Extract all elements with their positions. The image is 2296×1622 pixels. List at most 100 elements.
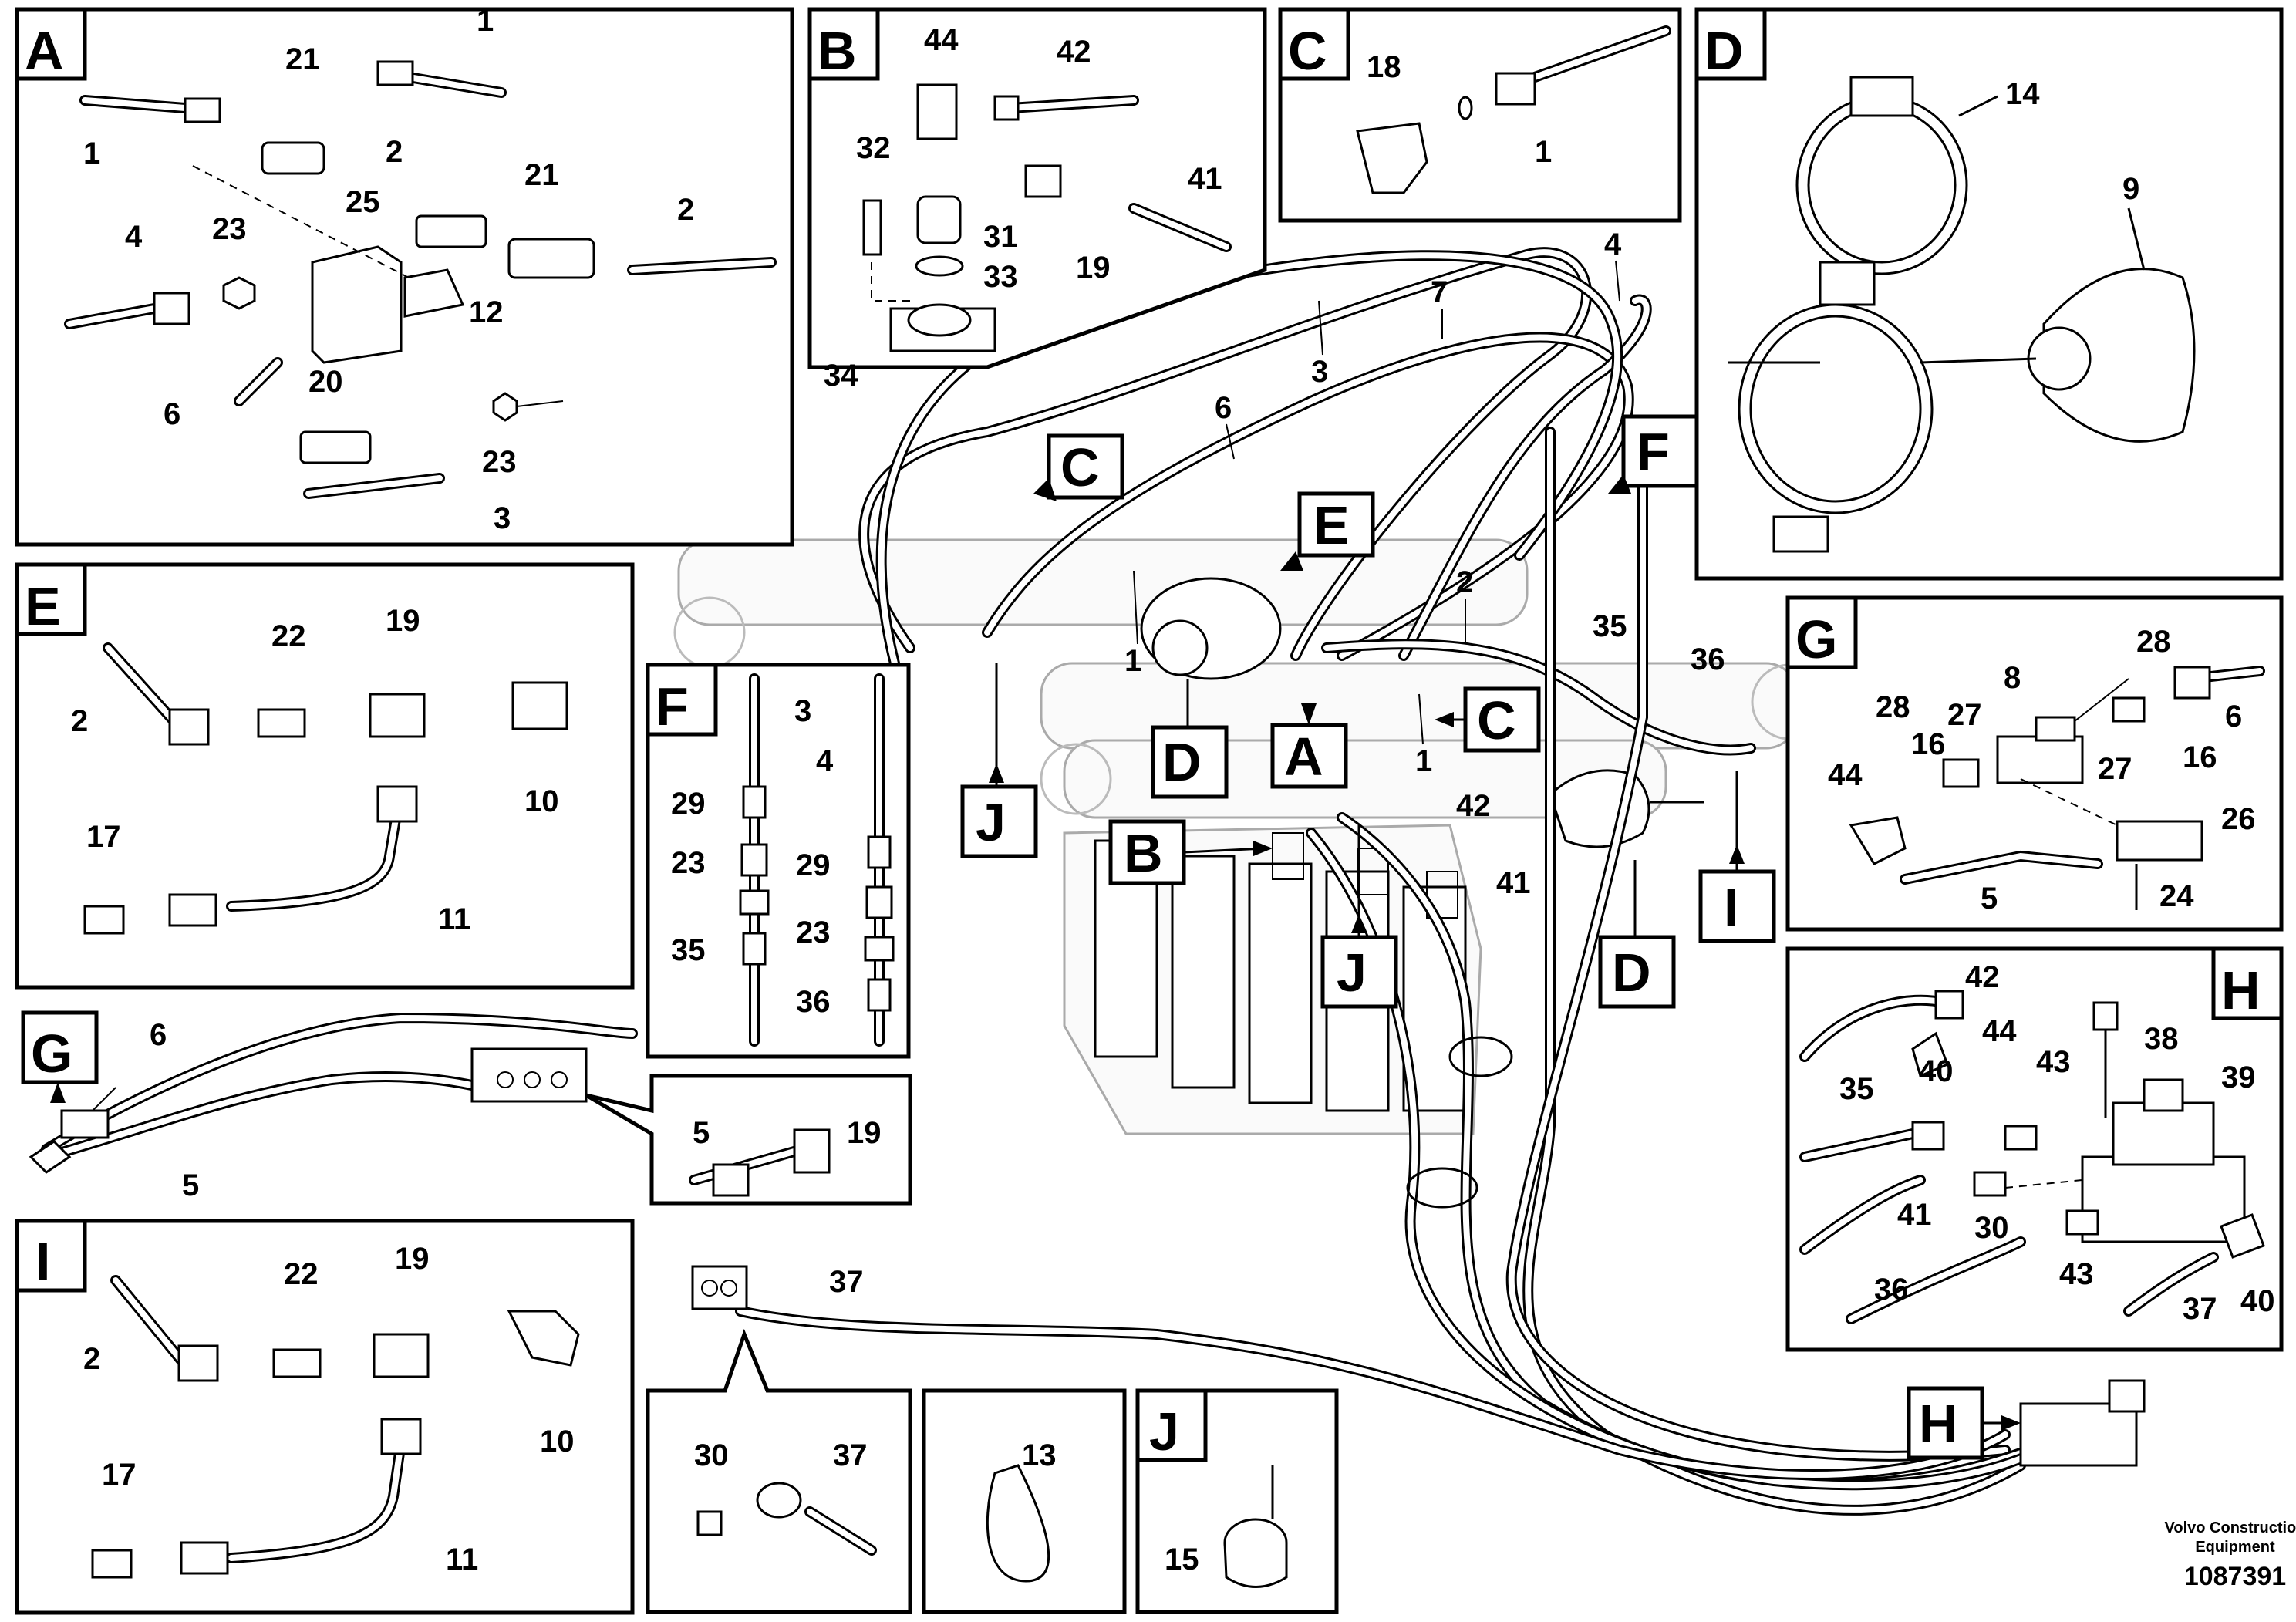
- part-label-b-41: 41: [1188, 162, 1222, 196]
- part-label-a-20: 20: [308, 365, 343, 399]
- callout-e: E: [1313, 495, 1350, 555]
- valve-h-small: [2019, 1379, 2146, 1467]
- part-label-h-40b: 40: [2240, 1284, 2275, 1318]
- callout-j-mid: J: [1337, 943, 1367, 1003]
- panel-a: A 1 1 21 2 25 21 2 4 23 12 20 6 23 3: [15, 4, 794, 547]
- part-label-e-2: 2: [71, 704, 88, 738]
- part-label-inset-13: 13: [1022, 1438, 1057, 1472]
- part-label-a-12: 12: [469, 295, 504, 329]
- part-label-b-34: 34: [824, 359, 858, 393]
- panel-b-label: B: [818, 21, 857, 81]
- part-label-f-29b: 29: [796, 848, 831, 882]
- part-label-i-11: 11: [446, 1543, 478, 1576]
- part-label-a-21a: 21: [285, 42, 320, 76]
- part-label-i-22: 22: [284, 1257, 319, 1291]
- part-label-h-38: 38: [2144, 1022, 2179, 1056]
- callout-j-left: J: [976, 792, 1006, 852]
- part-label-h-37: 37: [2183, 1292, 2217, 1326]
- part-label-inset-37: 37: [833, 1438, 868, 1472]
- part-label-g-27a: 27: [1947, 698, 1982, 732]
- drawing-number: 1087391: [2184, 1562, 2286, 1591]
- part-label-d-9: 9: [2122, 172, 2139, 206]
- part-label-h-43a: 43: [2036, 1045, 2071, 1079]
- part-label-c-1: 1: [1535, 135, 1552, 169]
- part-label-h-39: 39: [2221, 1061, 2256, 1094]
- part-label-inset-5: 5: [693, 1116, 710, 1150]
- panel-d-label: D: [1704, 21, 1744, 81]
- panel-d: D 14 9: [1694, 7, 2284, 581]
- callout-f: F: [1637, 422, 1670, 482]
- part-label-i-19: 19: [395, 1242, 430, 1276]
- part-label-a-21b: 21: [524, 158, 559, 192]
- part-label-a-1b: 1: [83, 137, 100, 170]
- drawing-credit: Volvo Construction Equipment 1087391: [2165, 1519, 2296, 1591]
- part-label-i-2: 2: [83, 1342, 100, 1376]
- part-label-b-31: 31: [983, 220, 1018, 254]
- part-label-a-23b: 23: [482, 445, 517, 479]
- panel-e-label: E: [25, 576, 61, 636]
- callout-g-label: G: [31, 1023, 72, 1084]
- control-valve: [1063, 824, 1482, 1135]
- part-label-main-4: 4: [1604, 228, 1622, 261]
- part-label-a-23a: 23: [212, 212, 247, 246]
- part-label-a-2a: 2: [386, 135, 403, 169]
- part-label-h-40a: 40: [1919, 1054, 1954, 1088]
- part-label-g-24: 24: [2159, 879, 2194, 913]
- part-label-a-4: 4: [125, 220, 143, 254]
- panel-g-label: G: [1795, 609, 1837, 669]
- company-name-line2: Equipment: [2195, 1539, 2275, 1556]
- panel-b: B 44 42 32 41 31 19 33 34: [807, 7, 1267, 393]
- panel-e: E 22 19 2 10 17 11: [15, 562, 635, 990]
- part-label-main-3: 3: [1311, 355, 1328, 389]
- callouts: A B C C D D E F H I J: [960, 414, 2021, 1460]
- inset-13: 13: [922, 1388, 1127, 1614]
- panel-f: F 3 4 29 29 23 23 35 36: [646, 663, 911, 1059]
- part-label-g-27b: 27: [2098, 752, 2132, 786]
- panel-h-label: H: [2221, 960, 2261, 1020]
- part-label-f-29a: 29: [671, 787, 706, 821]
- part-label-j-15: 15: [1165, 1543, 1199, 1576]
- part-label-h-41: 41: [1897, 1198, 1932, 1232]
- part-label-f-4: 4: [816, 744, 834, 778]
- callout-d-left: D: [1162, 732, 1202, 792]
- panel-j: J 15: [1135, 1388, 1339, 1614]
- callout-a: A: [1284, 727, 1323, 787]
- part-label-h-42: 42: [1965, 960, 2000, 994]
- main-part-labels: 3 7 4 6 2 35 36 1 1 42 41 37: [829, 228, 1725, 1299]
- part-label-f-23a: 23: [671, 846, 706, 880]
- part-label-h-44: 44: [1982, 1014, 2017, 1048]
- panel-c: C 18 1: [1278, 7, 1682, 223]
- block-37: [691, 1265, 748, 1310]
- part-label-main-7: 7: [1431, 275, 1448, 309]
- callout-d-right: D: [1612, 943, 1651, 1003]
- part-label-i-10: 10: [540, 1425, 575, 1458]
- part-label-b-33: 33: [983, 260, 1018, 294]
- panel-a-label: A: [25, 21, 64, 81]
- part-label-f-35: 35: [671, 933, 706, 967]
- panel-i: I 22 19 2 10 17 11: [15, 1219, 635, 1615]
- part-label-g-26: 26: [2221, 802, 2256, 836]
- part-label-h-36: 36: [1874, 1273, 1909, 1307]
- part-label-e-17: 17: [86, 820, 121, 854]
- inset-5-19: 5 19: [585, 1074, 912, 1206]
- part-label-inset-19: 19: [847, 1116, 882, 1150]
- part-label-main-37: 37: [829, 1265, 864, 1299]
- part-label-a-6: 6: [164, 397, 180, 431]
- part-label-b-44: 44: [924, 23, 959, 57]
- part-label-inset-30: 30: [694, 1438, 729, 1472]
- panel-i-label: I: [35, 1232, 50, 1292]
- part-label-g-6: 6: [2225, 700, 2242, 733]
- panel-g: G 8 28 28 6 16 27 27 16 44 26 5 24: [1785, 595, 2284, 932]
- part-label-f-23b: 23: [796, 916, 831, 949]
- callout-c-mid: C: [1477, 690, 1516, 750]
- inset-30-37: 30 37: [646, 1328, 912, 1614]
- panel-j-label: J: [1149, 1401, 1179, 1462]
- part-label-a-25: 25: [346, 185, 380, 219]
- panel-c-label: C: [1288, 21, 1327, 81]
- part-label-g-28a: 28: [2136, 625, 2171, 659]
- company-name-line1: Volvo Construction: [2165, 1519, 2296, 1536]
- part-label-g-16a: 16: [1911, 727, 1946, 761]
- part-label-main-42: 42: [1456, 789, 1491, 823]
- main-assembly: [673, 247, 2146, 1516]
